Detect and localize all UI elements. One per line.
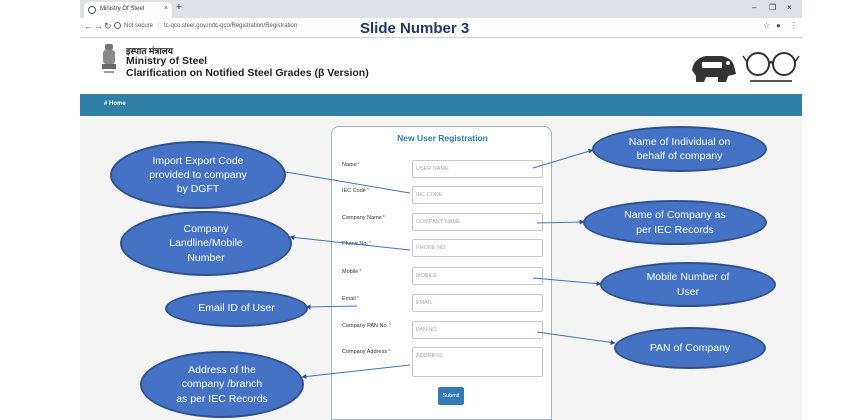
profile-icon[interactable]: ●	[776, 21, 781, 30]
company-name-input[interactable]: COMPANY NAME	[412, 213, 543, 231]
address-label: Company Address*	[342, 349, 391, 355]
form-title: New User Registration	[397, 133, 488, 143]
top-navbar: # Home	[80, 94, 802, 116]
security-label: Not secure	[124, 23, 154, 30]
browser-tab[interactable]: Ministry Of Steel ×	[84, 2, 172, 18]
info-icon	[114, 22, 121, 29]
site-favicon-icon	[88, 6, 96, 14]
name-label: Name*	[342, 162, 360, 168]
registration-form: New User Registration Name* USER NAME IE…	[331, 126, 552, 420]
pan-label: Company PAN No.*	[342, 323, 392, 329]
make-in-india-logo-icon	[692, 56, 736, 82]
new-tab-button[interactable]: +	[176, 2, 182, 13]
site-subtitle: Clarification on Notified Steel Grades (…	[126, 67, 369, 79]
pan-input[interactable]: PAN NO.	[412, 321, 543, 339]
back-button[interactable]: ←	[84, 21, 93, 31]
home-icon: #	[104, 101, 108, 107]
mobile-input[interactable]: MOBILE	[412, 267, 543, 285]
state-emblem-icon	[102, 44, 116, 73]
minimize-button[interactable]: –	[752, 3, 757, 12]
submit-button[interactable]: Submit	[438, 387, 464, 405]
maximize-button[interactable]: ❐	[769, 3, 777, 12]
forward-button[interactable]: →	[94, 21, 103, 31]
menu-icon[interactable]: ⋮	[790, 21, 798, 30]
close-window-button[interactable]: ×	[787, 3, 792, 12]
tab-bar: Ministry Of Steel × + – ❐ ×	[80, 0, 802, 18]
hindi-title: इस्पात मंत्रालय	[126, 46, 173, 56]
phone-input[interactable]: PHONE NO.	[412, 239, 543, 257]
mobile-label: Mobile*	[342, 269, 362, 275]
url-text: tc-qco.steel.gov.in/tc-qco/Registration/…	[163, 23, 298, 30]
ministry-title: Ministry of Steel	[126, 55, 208, 67]
address-bar: ← → ↻ Not secure | tc-qco.steel.gov.in/t…	[80, 18, 802, 38]
home-label: Home	[109, 101, 126, 107]
home-nav-link[interactable]: # Home	[104, 101, 126, 107]
bookmark-star-icon[interactable]: ☆	[763, 21, 771, 30]
iec-code-input[interactable]: IEC CODE	[412, 186, 543, 204]
email-input[interactable]: EMAIL	[412, 294, 543, 312]
tab-close-icon[interactable]: ×	[163, 5, 168, 12]
callout-email: Email ID of User	[165, 290, 308, 327]
slide-title: Slide Number 3	[360, 20, 470, 37]
company-name-label: Company Name*	[342, 215, 385, 221]
reload-button[interactable]: ↻	[104, 21, 112, 31]
iec-code-label: IEC Code*	[342, 188, 369, 194]
address-textarea[interactable]: ADDRESS	[412, 347, 543, 377]
phone-label: Phone No.*	[342, 241, 372, 247]
name-input[interactable]: USER NAME	[412, 160, 543, 178]
url-field[interactable]: Not secure | tc-qco.steel.gov.in/tc-qco/…	[114, 22, 297, 29]
swachh-bharat-logo-icon	[742, 52, 800, 82]
callout-pan: PAN of Company	[614, 327, 766, 369]
email-label: Email*	[342, 296, 359, 302]
tab-title: Ministry Of Steel	[100, 6, 145, 12]
